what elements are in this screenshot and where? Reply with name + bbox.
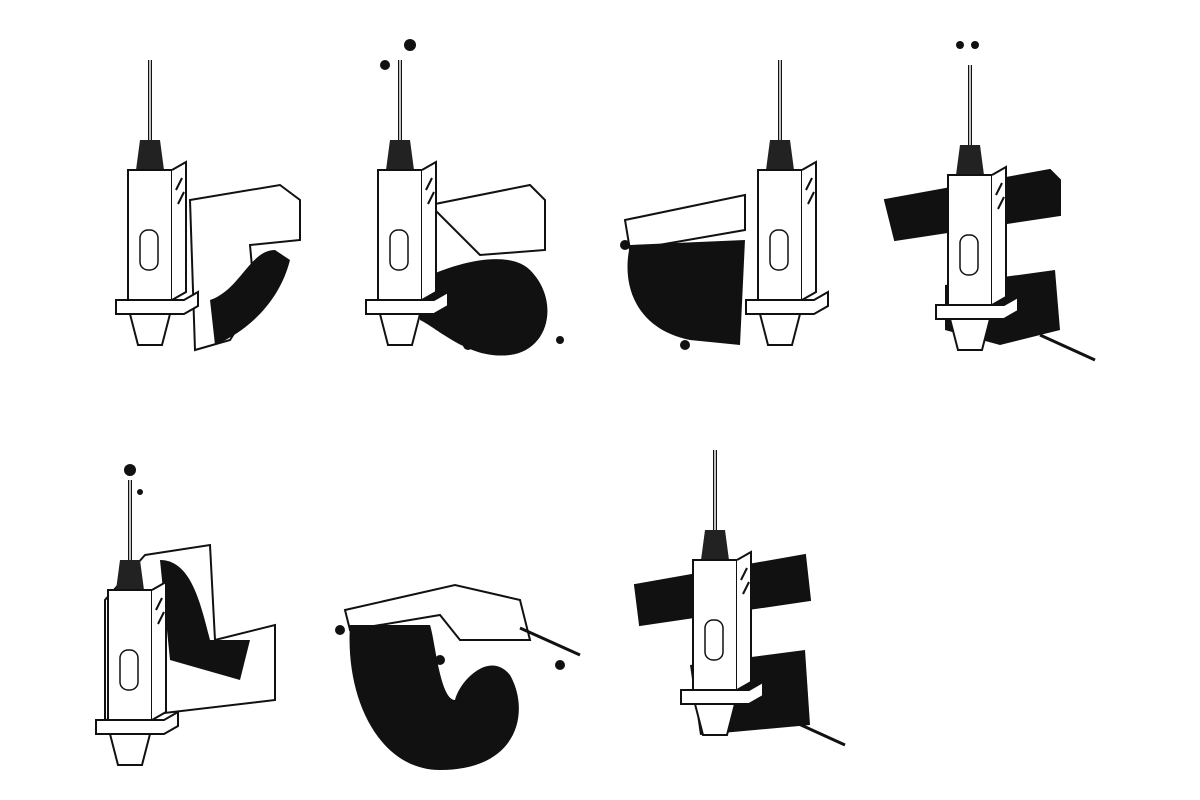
syringe-letter-1 <box>114 58 301 352</box>
syringe-letter-2 <box>364 39 564 356</box>
syringe-letter-5 <box>94 464 276 767</box>
syringe-letter-4 <box>883 41 1096 362</box>
syringe-letter-6 <box>335 583 581 770</box>
syringe-letter-7 <box>633 448 846 747</box>
syringe-letter-3 <box>620 58 830 350</box>
